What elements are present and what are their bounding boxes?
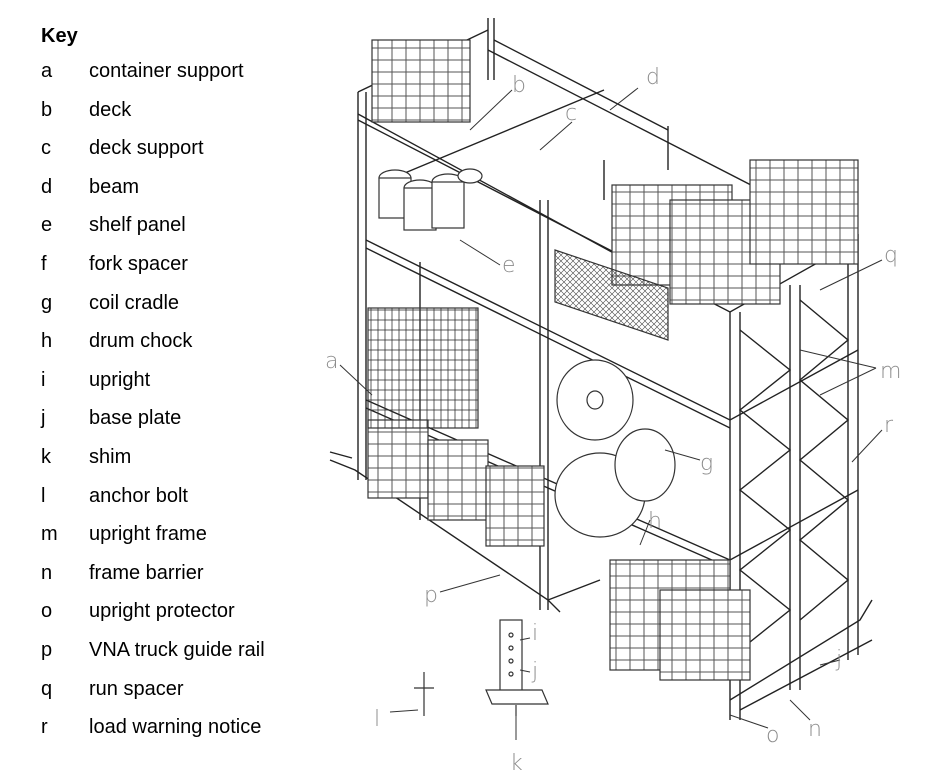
- pallet-loads: [367, 39, 859, 681]
- callout-j-right: j: [835, 647, 842, 672]
- callout-d: d: [646, 65, 660, 90]
- key-item-f: f fork spacer: [41, 245, 341, 284]
- key-text: container support: [89, 60, 244, 82]
- key-item-d: d beam: [41, 168, 341, 207]
- key-letter: g: [41, 291, 53, 314]
- key-item-l: l anchor bolt: [41, 477, 341, 516]
- callout-g: g: [700, 451, 713, 476]
- key-letter: i: [41, 368, 46, 391]
- key-text: upright protector: [89, 600, 235, 623]
- key-text: run spacer: [89, 677, 184, 700]
- key-text: upright: [89, 368, 151, 391]
- key-text: anchor bolt: [89, 484, 188, 507]
- key-text: drum chock: [89, 330, 193, 353]
- key-text: base plate: [89, 407, 182, 430]
- key-text: deck support: [89, 137, 204, 160]
- key-text: upright frame: [89, 523, 207, 546]
- key-item-o: o upright protector: [41, 592, 341, 631]
- load-floor-front2: [659, 589, 751, 681]
- key-letter: e: [41, 214, 53, 237]
- key-text: deck: [89, 98, 132, 121]
- key-item-m: m upright frame: [41, 515, 341, 554]
- special-loads: [367, 168, 676, 538]
- key-letter: c: [41, 137, 51, 160]
- key-letter: r: [41, 716, 48, 739]
- key-text: load warning notice: [89, 716, 262, 739]
- key-letter: a: [41, 60, 53, 82]
- key-letter: p: [41, 638, 53, 661]
- detail-parts: [414, 619, 549, 716]
- key-item-k: k shim: [41, 438, 341, 477]
- leader-lines: [339, 87, 883, 740]
- callout-h: h: [648, 509, 662, 534]
- key-item-q: q run spacer: [41, 670, 341, 709]
- key-item-g: g coil cradle: [41, 284, 341, 323]
- callout-q-top: q: [884, 243, 898, 268]
- key-letter: m: [41, 523, 58, 546]
- racking-drawing: d c b e a q m r g h p i j j k l o n: [325, 18, 901, 776]
- callout-c: c: [565, 101, 577, 126]
- key-text: frame barrier: [89, 561, 204, 584]
- callout-b: b: [512, 73, 526, 98]
- key-legend: Key a container support b deck c deck suppo…: [41, 20, 341, 747]
- wire-cage: [367, 307, 479, 429]
- load-bottom-mid: [427, 439, 489, 521]
- callout-p: p: [424, 583, 438, 608]
- callout-a: a: [325, 349, 338, 374]
- callout-i: i: [532, 621, 538, 646]
- key-letter: l: [41, 484, 46, 507]
- key-letter: h: [41, 330, 53, 353]
- key-letter: b: [41, 98, 53, 121]
- key-item-c: c deck support: [41, 129, 341, 168]
- callout-l: l: [374, 707, 380, 732]
- mesh-deck: [554, 249, 669, 341]
- key-text: fork spacer: [89, 252, 188, 275]
- key-item-r: r load warning notice: [41, 708, 341, 747]
- drums: [378, 168, 483, 231]
- key-text: VNA truck guide rail: [89, 638, 265, 661]
- key-letter: j: [41, 407, 46, 430]
- callouts: d c b e a q m r g h p i j j k l o n: [325, 65, 901, 776]
- key-item-b: b deck: [41, 91, 341, 130]
- key-item-e: e shelf panel: [41, 206, 341, 245]
- key-item-n: n frame barrier: [41, 554, 341, 593]
- load-top-right: [749, 159, 859, 265]
- key-text: beam: [89, 175, 140, 198]
- key-item-i: i upright: [41, 361, 341, 400]
- key-letter: f: [41, 252, 47, 275]
- key-item-a: a container support: [41, 52, 341, 91]
- key-text: coil cradle: [89, 291, 180, 314]
- callout-k: k: [510, 751, 523, 776]
- key-item-j: j base plate: [41, 399, 341, 438]
- key-item-p: p VNA truck guide rail: [41, 631, 341, 670]
- callout-o: o: [766, 723, 779, 748]
- key-letter: d: [41, 175, 53, 198]
- base-plate-detail: [485, 689, 549, 705]
- upright-detail: [499, 619, 523, 697]
- load-bottom-right: [485, 465, 545, 547]
- callout-r: r: [884, 413, 894, 438]
- key-text: shim: [89, 445, 132, 468]
- callout-n: n: [808, 717, 822, 742]
- rack-structure: [329, 18, 873, 720]
- load-bottom-left: [367, 419, 429, 499]
- key-letter: k: [41, 445, 51, 468]
- load-top-left: [371, 39, 471, 123]
- key-letter: o: [41, 600, 53, 623]
- key-letter: n: [41, 561, 53, 584]
- key-letter: q: [41, 677, 53, 700]
- callout-e: e: [502, 253, 516, 278]
- key-item-h: h drum chock: [41, 322, 341, 361]
- key-text: shelf panel: [89, 214, 186, 237]
- callout-m: m: [880, 359, 901, 384]
- key-title: Key: [41, 25, 78, 47]
- callout-j: j: [531, 659, 538, 684]
